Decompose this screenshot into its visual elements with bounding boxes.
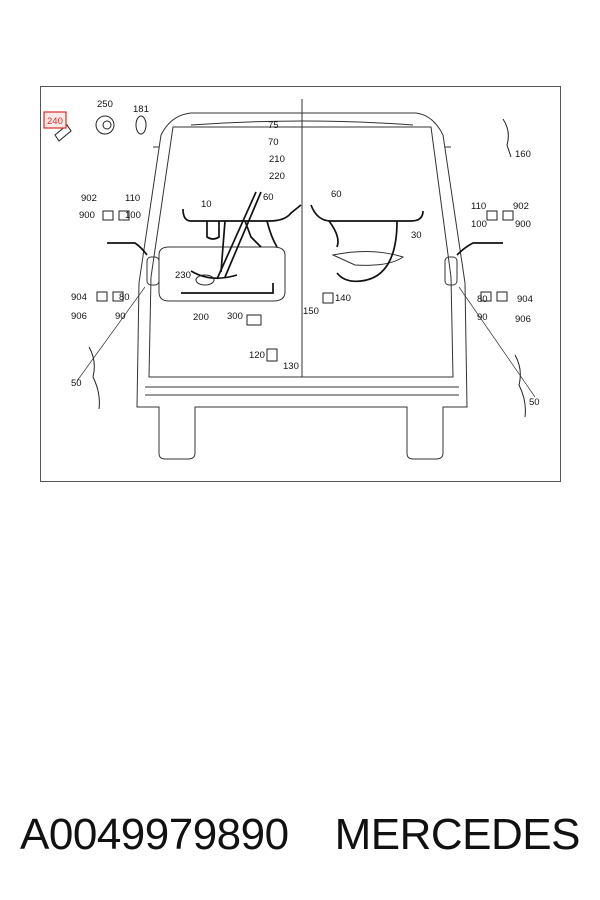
label-210: 210 bbox=[269, 154, 285, 165]
label-60-left: 60 bbox=[263, 192, 274, 203]
label-75: 75 bbox=[268, 120, 279, 131]
label-100-right: 100 bbox=[471, 219, 487, 230]
wire-harness bbox=[107, 191, 503, 294]
label-902-left: 902 bbox=[81, 193, 97, 204]
label-80-right: 80 bbox=[477, 294, 488, 305]
caption: A0049979890 MERCEDES bbox=[0, 800, 600, 870]
label-902-right: 902 bbox=[513, 201, 529, 212]
van-body bbox=[136, 99, 468, 460]
label-90-left: 90 bbox=[115, 311, 126, 322]
label-200: 200 bbox=[193, 312, 209, 323]
label-904-right: 904 bbox=[517, 294, 533, 305]
label-60-right: 60 bbox=[331, 189, 342, 200]
label-230: 230 bbox=[175, 270, 191, 281]
label-900-left: 900 bbox=[79, 210, 95, 221]
label-110-right: 110 bbox=[471, 201, 486, 212]
label-906-right: 906 bbox=[515, 314, 531, 325]
label-30: 30 bbox=[411, 230, 422, 241]
leader-lines bbox=[76, 286, 536, 398]
label-10: 10 bbox=[201, 199, 212, 210]
label-130: 130 bbox=[283, 361, 299, 372]
label-70: 70 bbox=[268, 137, 279, 148]
highlight-box-240 bbox=[43, 111, 67, 129]
label-906-left: 906 bbox=[71, 311, 87, 322]
label-120: 120 bbox=[249, 350, 265, 361]
components bbox=[54, 115, 526, 418]
label-904-left: 904 bbox=[71, 292, 87, 303]
label-80-left: 80 bbox=[119, 292, 130, 303]
label-110-left: 110 bbox=[125, 193, 140, 204]
wiring-diagram: 240 250 181 160 75 70 210 220 902 110 90… bbox=[40, 86, 561, 482]
label-160: 160 bbox=[515, 149, 531, 160]
label-300: 300 bbox=[227, 311, 243, 322]
label-150: 150 bbox=[303, 306, 319, 317]
part-number: A0049979890 bbox=[20, 810, 289, 859]
brand-name: MERCEDES bbox=[334, 810, 581, 859]
label-181: 181 bbox=[133, 104, 149, 115]
rear-door-wiring-svg: 240 250 181 160 75 70 210 220 902 110 90… bbox=[43, 99, 540, 460]
label-240: 240 bbox=[47, 116, 63, 127]
label-140: 140 bbox=[335, 293, 351, 304]
label-50-right: 50 bbox=[529, 397, 540, 408]
label-100-left: 100 bbox=[125, 210, 141, 221]
label-90-right: 90 bbox=[477, 312, 488, 323]
label-220: 220 bbox=[269, 171, 285, 182]
label-250: 250 bbox=[97, 99, 113, 110]
label-50-left: 50 bbox=[71, 378, 82, 389]
label-900-right: 900 bbox=[515, 219, 531, 230]
